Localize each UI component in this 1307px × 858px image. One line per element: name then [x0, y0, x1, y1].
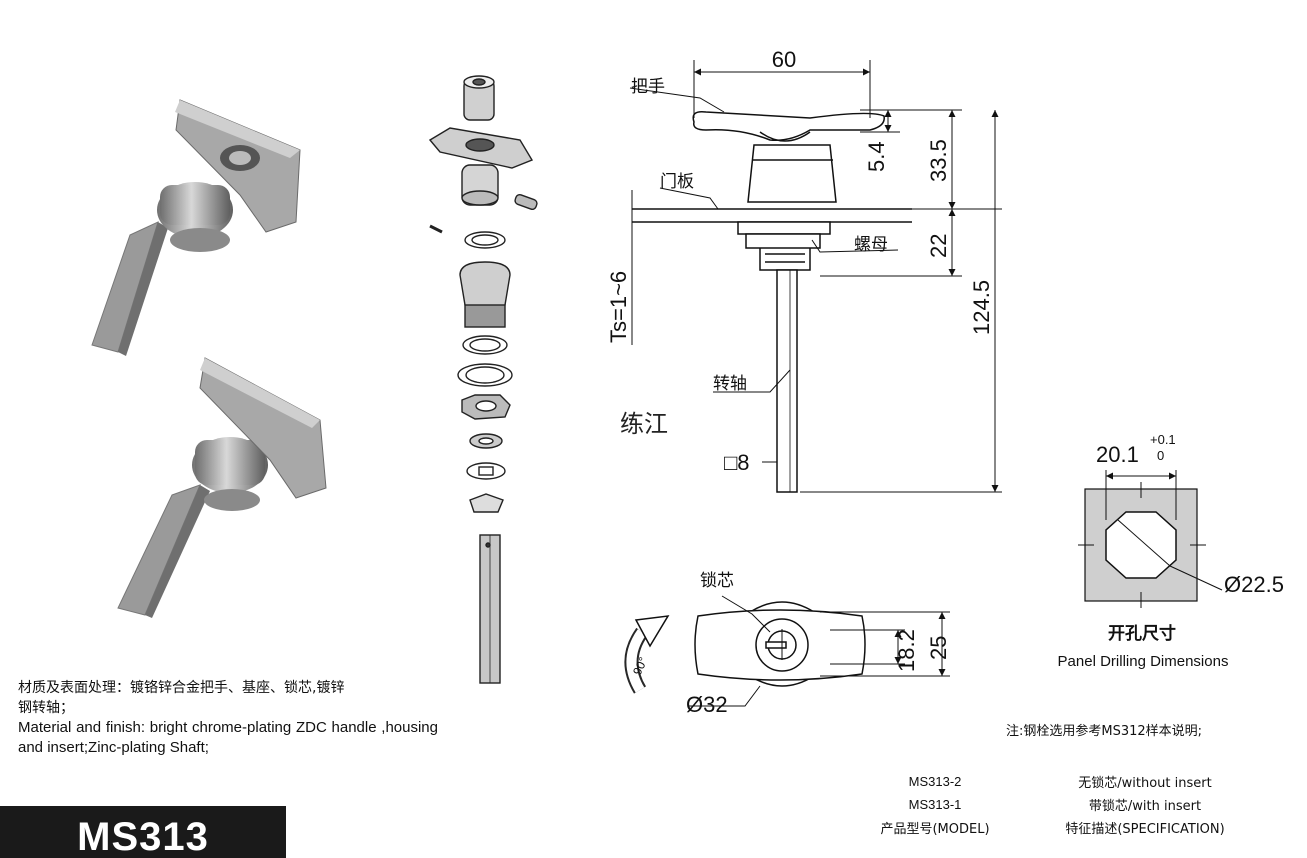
spec-description-cell: 无锁芯/without insert	[1078, 776, 1212, 791]
dim-hole-tol-lower: 0	[1157, 448, 1164, 463]
dim-shaft-square: □8	[724, 450, 750, 475]
dim-22: 22	[926, 234, 951, 258]
label-nut: 螺母	[854, 235, 888, 255]
spec-description-header: 特征描述(SPECIFICATION)	[1065, 822, 1225, 837]
spec-row: MS313-1 带锁芯/with insert	[850, 793, 1270, 816]
spec-model-cell: MS313-2	[908, 774, 962, 789]
spec-model-cell: MS313-1	[908, 797, 962, 812]
panel-drilling-title-cn: 开孔尺寸	[1108, 623, 1176, 644]
model-banner: MS313	[0, 806, 286, 858]
spec-row: MS313-2 无锁芯/without insert	[850, 770, 1270, 793]
panel-drilling-title-en: Panel Drilling Dimensions	[1058, 653, 1229, 670]
exploded-view	[428, 75, 538, 684]
dim-25: 25	[926, 636, 951, 660]
dim-hole-tol-upper: +0.1	[1150, 432, 1176, 447]
product-render-without-insert	[117, 357, 327, 618]
top-view-drawing	[624, 601, 866, 694]
dim-18-2: 18.2	[894, 629, 919, 672]
dim-thickness: Ts=1~6	[606, 271, 631, 343]
side-dimension-lines	[629, 60, 1002, 493]
panel-drilling-drawing	[1078, 470, 1223, 608]
dim-handle-width: 60	[772, 47, 796, 72]
label-handle: 把手	[631, 77, 665, 97]
dim-5-4: 5.4	[864, 141, 889, 172]
spec-table: MS313-2 无锁芯/without insert MS313-1 带锁芯/w…	[850, 770, 1270, 839]
label-door-panel: 门板	[660, 172, 694, 192]
material-description: 材质及表面处理：镀铬锌合金把手、基座、锁芯,镀锌 钢转轴； Material a…	[18, 678, 438, 758]
dim-hole-width: 20.1	[1096, 442, 1139, 467]
dim-hole-diameter: Ø22.5	[1224, 572, 1284, 597]
top-dimension-lines	[688, 595, 950, 707]
material-cn-line1: 材质及表面处理：镀铬锌合金把手、基座、锁芯,镀锌	[18, 680, 345, 696]
dim-33-5: 33.5	[926, 139, 951, 182]
dim-handle-diameter: Ø32	[686, 692, 728, 717]
label-shaft: 转轴	[713, 374, 747, 394]
label-lock-core: 锁芯	[700, 571, 734, 591]
product-render-with-insert	[91, 99, 301, 356]
side-elevation-drawing	[632, 110, 912, 493]
watermark-text: 练江	[620, 410, 668, 438]
spec-description-cell: 带锁芯/with insert	[1088, 799, 1202, 814]
dim-124-5: 124.5	[969, 280, 994, 335]
material-cn-line2: 钢转轴；	[18, 700, 74, 716]
note-text: 注:钢栓选用参考MS312样本说明;	[1006, 723, 1202, 739]
spec-header-row: 产品型号(MODEL) 特征描述(SPECIFICATION)	[850, 816, 1270, 839]
material-en: Material and finish: bright chrome-plati…	[18, 719, 438, 756]
spec-model-header: 产品型号(MODEL)	[880, 822, 990, 837]
